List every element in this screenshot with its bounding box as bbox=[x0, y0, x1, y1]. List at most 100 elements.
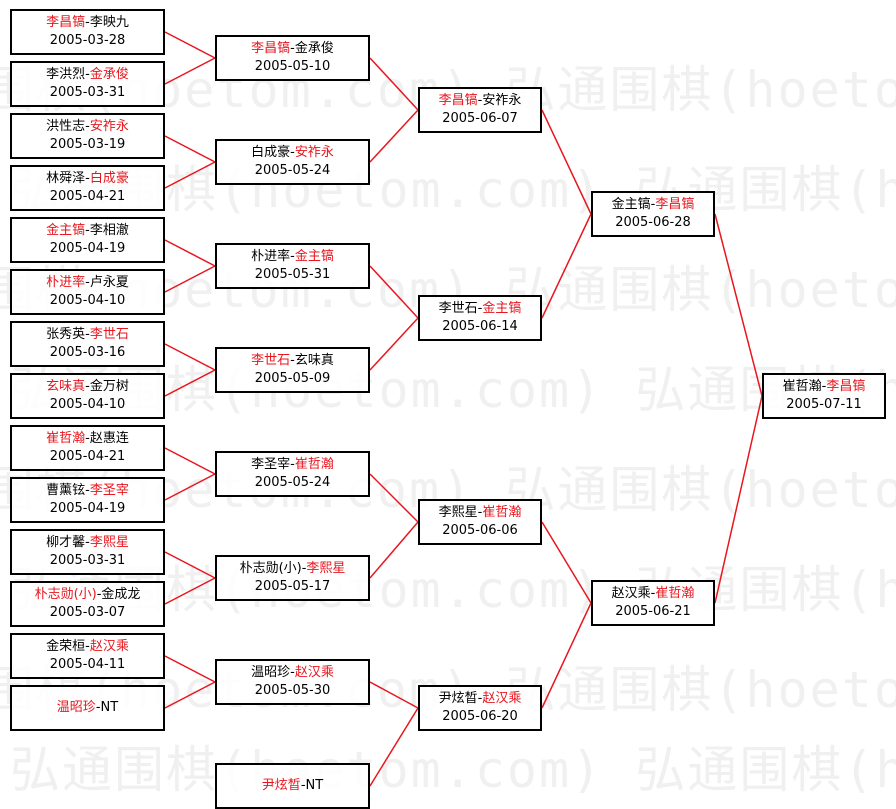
bracket-connector bbox=[164, 343, 216, 371]
player-1: 温昭珍 bbox=[56, 700, 96, 715]
players: 林舜泽-白成豪 bbox=[12, 170, 163, 188]
players: 张秀英-李世石 bbox=[12, 326, 163, 344]
bracket-connector bbox=[164, 681, 216, 709]
players: 白成豪-安祚永 bbox=[217, 144, 368, 162]
match-date: 2005-04-10 bbox=[49, 397, 126, 412]
players: 尹炫晳-赵汉乘 bbox=[420, 690, 540, 708]
players: 朴志勋(小)-李熙星 bbox=[217, 560, 368, 578]
player-2: 白成豪 bbox=[89, 171, 129, 186]
player-1: 崔哲瀚 bbox=[46, 431, 86, 446]
player-1: 金主镐 bbox=[611, 197, 651, 212]
player-2: 李熙星 bbox=[89, 535, 129, 550]
players: 金荣桓-赵汉乘 bbox=[12, 638, 163, 656]
player-2: 李昌镐 bbox=[826, 379, 866, 394]
bracket-connector bbox=[369, 473, 419, 523]
match-date: 2005-03-31 bbox=[49, 85, 126, 100]
match-box: 温昭珍-NT bbox=[10, 685, 165, 731]
versus-dash: - bbox=[85, 119, 90, 134]
player-1: 尹炫晳 bbox=[261, 778, 301, 793]
player-2: 金万树 bbox=[89, 379, 129, 394]
bracket-connector bbox=[164, 551, 216, 579]
players: 李世石-金主镐 bbox=[420, 300, 540, 318]
versus-dash: - bbox=[85, 275, 90, 290]
bracket-connector bbox=[164, 655, 216, 683]
player-2: 赵汉乘 bbox=[89, 639, 129, 654]
bracket-connector bbox=[369, 681, 419, 709]
players: 李熙星-崔哲瀚 bbox=[420, 504, 540, 522]
versus-dash: - bbox=[85, 67, 90, 82]
bracket-connector bbox=[369, 57, 419, 111]
player-2: 卢永夏 bbox=[89, 275, 129, 290]
versus-dash: - bbox=[85, 535, 90, 550]
player-1: 温昭珍 bbox=[251, 665, 291, 680]
versus-dash: - bbox=[290, 457, 295, 472]
versus-dash: - bbox=[95, 700, 101, 715]
players: 朴进率-卢永夏 bbox=[12, 274, 163, 292]
player-1: 玄味真 bbox=[46, 379, 86, 394]
versus-dash: - bbox=[96, 587, 102, 602]
bracket-connector bbox=[369, 521, 419, 579]
player-1: 李世石 bbox=[438, 301, 478, 316]
players: 赵汉乘-崔哲瀚 bbox=[593, 585, 713, 603]
players: 柳才馨-李熙星 bbox=[12, 534, 163, 552]
player-1: 张秀英 bbox=[46, 327, 86, 342]
players: 曹薰铉-李圣宰 bbox=[12, 482, 163, 500]
player-2: 金成龙 bbox=[101, 587, 141, 602]
versus-dash: - bbox=[85, 639, 90, 654]
player-1: 李洪烈 bbox=[46, 67, 86, 82]
player-2: 金承俊 bbox=[294, 41, 334, 56]
bracket-connector bbox=[164, 577, 216, 605]
versus-dash: - bbox=[85, 431, 90, 446]
versus-dash: - bbox=[290, 353, 295, 368]
versus-dash: - bbox=[290, 249, 295, 264]
versus-dash: - bbox=[650, 197, 656, 212]
players: 温昭珍-NT bbox=[12, 699, 163, 717]
player-2: 金主镐 bbox=[294, 249, 334, 264]
match-date: 2005-04-21 bbox=[49, 449, 126, 464]
versus-dash: - bbox=[85, 171, 90, 186]
player-2: 安祚永 bbox=[482, 93, 522, 108]
player-1: 李昌镐 bbox=[46, 15, 86, 30]
players: 李昌镐-金承俊 bbox=[217, 40, 368, 58]
match-date: 2005-07-11 bbox=[786, 397, 862, 412]
player-2: 金主镐 bbox=[482, 301, 522, 316]
players: 金主镐-李相澈 bbox=[12, 222, 163, 240]
bracket-connector bbox=[164, 265, 216, 293]
bracket-connector bbox=[164, 473, 216, 501]
match-date: 2005-05-10 bbox=[254, 59, 331, 74]
player-1: 金主镐 bbox=[46, 223, 86, 238]
player-2: 赵汉乘 bbox=[294, 665, 334, 680]
player-2: 李圣宰 bbox=[89, 483, 129, 498]
player-2: 李相澈 bbox=[89, 223, 129, 238]
match-date: 2005-05-24 bbox=[254, 163, 331, 178]
versus-dash: - bbox=[290, 41, 295, 56]
match-date: 2005-06-20 bbox=[442, 709, 518, 724]
match-date: 2005-03-07 bbox=[49, 605, 126, 620]
player-1: 柳才馨 bbox=[46, 535, 86, 550]
match-date: 2005-03-16 bbox=[49, 345, 126, 360]
bracket-connector bbox=[369, 317, 419, 371]
match-date: 2005-04-10 bbox=[49, 293, 126, 308]
bracket-connector bbox=[714, 395, 763, 604]
bracket-connector bbox=[369, 707, 419, 787]
players: 朴进率-金主镐 bbox=[217, 248, 368, 266]
players: 崔哲瀚-李昌镐 bbox=[764, 378, 884, 396]
player-2: 崔哲瀚 bbox=[655, 586, 695, 601]
players: 尹炫晳-NT bbox=[217, 777, 368, 795]
player-1: 崔哲瀚 bbox=[782, 379, 822, 394]
player-2: 崔哲瀚 bbox=[294, 457, 334, 472]
